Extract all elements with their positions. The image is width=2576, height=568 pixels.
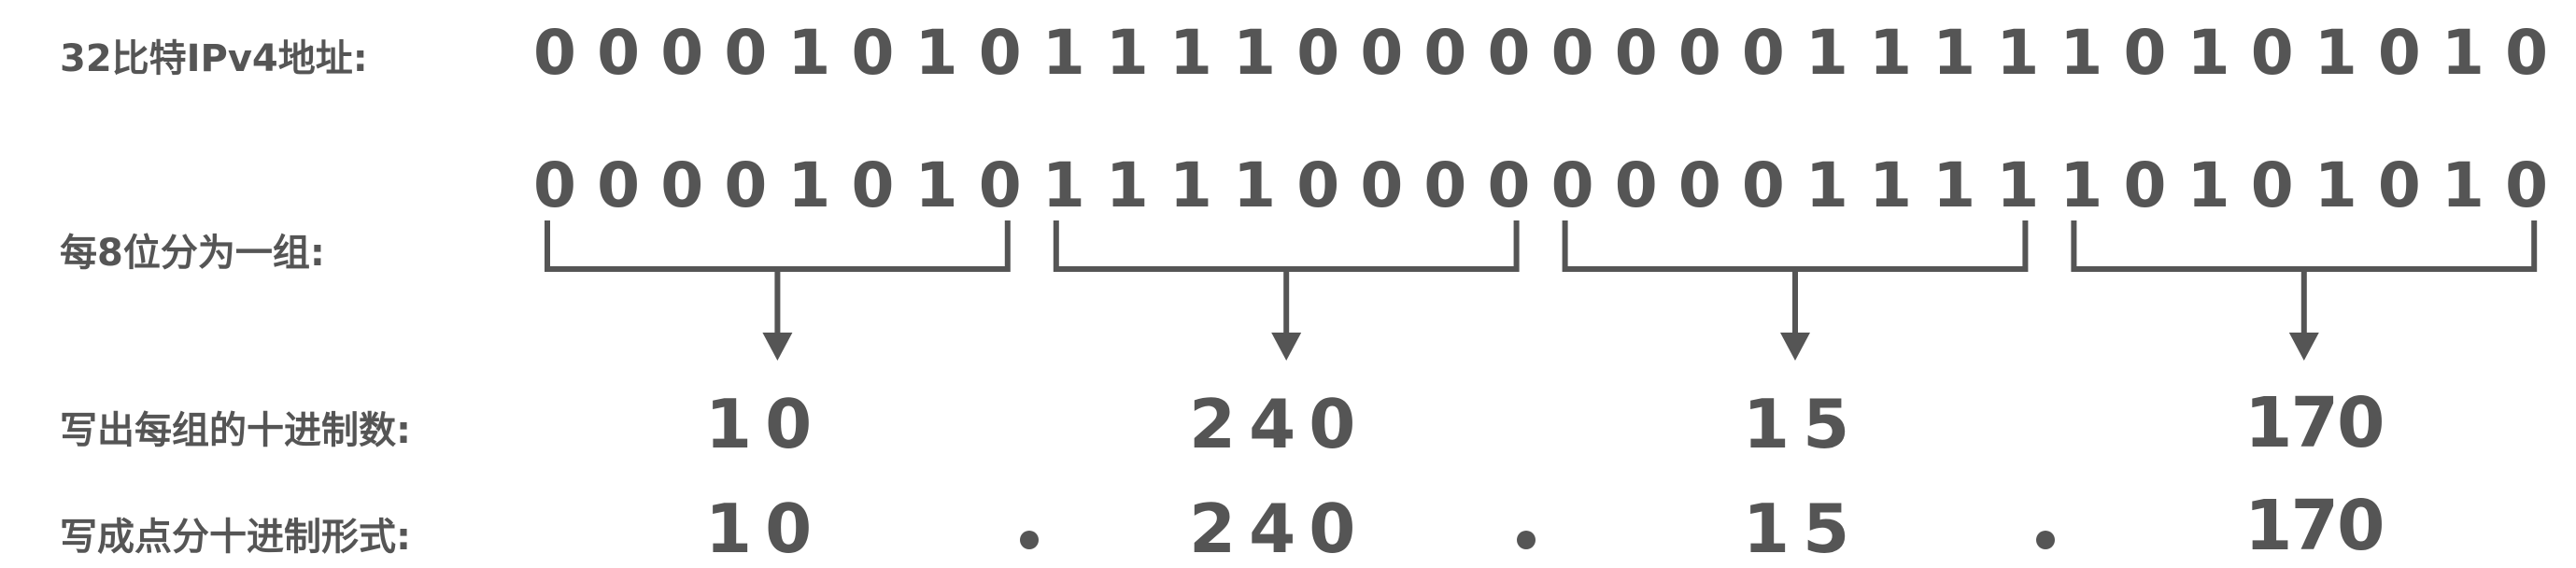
decimal-octet-3: 15 <box>1743 385 1863 463</box>
bit-digit: 0 <box>851 17 895 89</box>
group-4-bit: 0 <box>2377 149 2421 221</box>
group-4-bit: 0 <box>2505 149 2549 221</box>
bit-digit: 1 <box>1105 17 1149 89</box>
group-1-bit: 0 <box>533 149 576 221</box>
bit-digit: 1 <box>1932 17 1976 89</box>
bracket-group-4 <box>2071 220 2538 272</box>
bit-digit: 1 <box>914 17 958 89</box>
group-3-bit: 0 <box>1677 149 1721 221</box>
group-1-bit: 0 <box>597 149 641 221</box>
bit-digit: 1 <box>2442 17 2484 89</box>
bracket-group-1 <box>545 220 1011 272</box>
bracket-group-3 <box>1562 220 2029 272</box>
bit-digit: 1 <box>2059 17 2103 89</box>
group-4-bit: 1 <box>2059 149 2103 221</box>
decimal-octet-2: 240 <box>1189 385 1369 463</box>
group-4-bit: 1 <box>2187 149 2230 221</box>
row2-label: 每8位分为一组: <box>60 232 325 275</box>
group-3-bit: 1 <box>1805 149 1848 221</box>
group-3-bit: 1 <box>1932 149 1976 221</box>
bit-digit: 1 <box>1169 17 1212 89</box>
group-3-bit: 0 <box>1741 149 1785 221</box>
group-2-bit: 0 <box>1423 149 1467 221</box>
arrow-down-icon <box>1271 333 1302 361</box>
bit-digit: 0 <box>2123 17 2167 89</box>
bit-digit: 0 <box>597 17 641 89</box>
bit-digit: 0 <box>1296 17 1340 89</box>
bracket-group-2 <box>1053 220 1520 272</box>
group-2-bit: 0 <box>1360 149 1404 221</box>
bit-digit: 0 <box>2505 17 2549 89</box>
bit-digit: 1 <box>1805 17 1848 89</box>
bit-digit: 1 <box>787 17 831 89</box>
group-1-bit: 1 <box>914 149 958 221</box>
group-2-bit: 0 <box>1487 149 1531 221</box>
dotted-octet-1: 10 <box>705 490 826 568</box>
decimal-octet-1: 10 <box>705 385 826 463</box>
group-2-bit: 1 <box>1041 149 1085 221</box>
decimal-octet-4: 170 <box>2244 383 2385 463</box>
bit-digit: 0 <box>2377 17 2421 89</box>
bit-digit: 0 <box>1360 17 1404 89</box>
bit-digit: 1 <box>1041 17 1085 89</box>
bit-digit: 0 <box>1614 17 1658 89</box>
row1-label: 32比特IPv4地址: <box>60 37 368 80</box>
group-4-bit: 1 <box>2442 149 2484 221</box>
row4-label: 写成点分十进制形式: <box>60 516 411 559</box>
group-1-bit: 0 <box>978 149 1022 221</box>
group-1-bit: 0 <box>660 149 704 221</box>
group-1-bit: 1 <box>787 149 831 221</box>
bit-digit: 1 <box>1233 17 1277 89</box>
bit-digit: 0 <box>1677 17 1721 89</box>
bit-digit: 1 <box>2314 17 2357 89</box>
bit-digit: 0 <box>533 17 576 89</box>
dotted-separator-2 <box>1517 531 1536 549</box>
row3-label: 写出每组的十进制数: <box>60 409 411 452</box>
dotted-octet-4: 170 <box>2244 486 2385 566</box>
bit-digit: 0 <box>1423 17 1467 89</box>
arrow-down-icon <box>1780 333 1810 361</box>
dotted-separator-1 <box>1020 531 1039 549</box>
group-4-bit: 1 <box>2314 149 2357 221</box>
group-2-bit: 1 <box>1105 149 1149 221</box>
group-4-bit: 0 <box>2250 149 2294 221</box>
group-2-bit: 1 <box>1169 149 1212 221</box>
arrow-down-icon <box>2288 333 2319 361</box>
bit-digit: 0 <box>724 17 768 89</box>
group-3-bit: 0 <box>1614 149 1658 221</box>
dotted-separator-3 <box>2036 531 2055 549</box>
bit-digit: 0 <box>2250 17 2294 89</box>
group-4-bit: 0 <box>2123 149 2167 221</box>
bit-digit: 1 <box>1869 17 1913 89</box>
group-3-bit: 1 <box>1996 149 2040 221</box>
group-3-bit: 1 <box>1869 149 1913 221</box>
bit-digit: 0 <box>978 17 1022 89</box>
dotted-octet-3: 15 <box>1743 490 1863 568</box>
group-2-bit: 0 <box>1296 149 1340 221</box>
group-3-bit: 0 <box>1550 149 1594 221</box>
bit-digit: 0 <box>1487 17 1531 89</box>
group-2-bit: 1 <box>1233 149 1277 221</box>
bit-digit: 0 <box>660 17 704 89</box>
group-1-bit: 0 <box>724 149 768 221</box>
group-1-bit: 0 <box>851 149 895 221</box>
bit-digit: 1 <box>2187 17 2230 89</box>
bit-digit: 1 <box>1996 17 2040 89</box>
dotted-octet-2: 240 <box>1189 490 1369 568</box>
arrow-down-icon <box>762 333 793 361</box>
bit-digit: 0 <box>1741 17 1785 89</box>
bit-digit: 0 <box>1550 17 1594 89</box>
